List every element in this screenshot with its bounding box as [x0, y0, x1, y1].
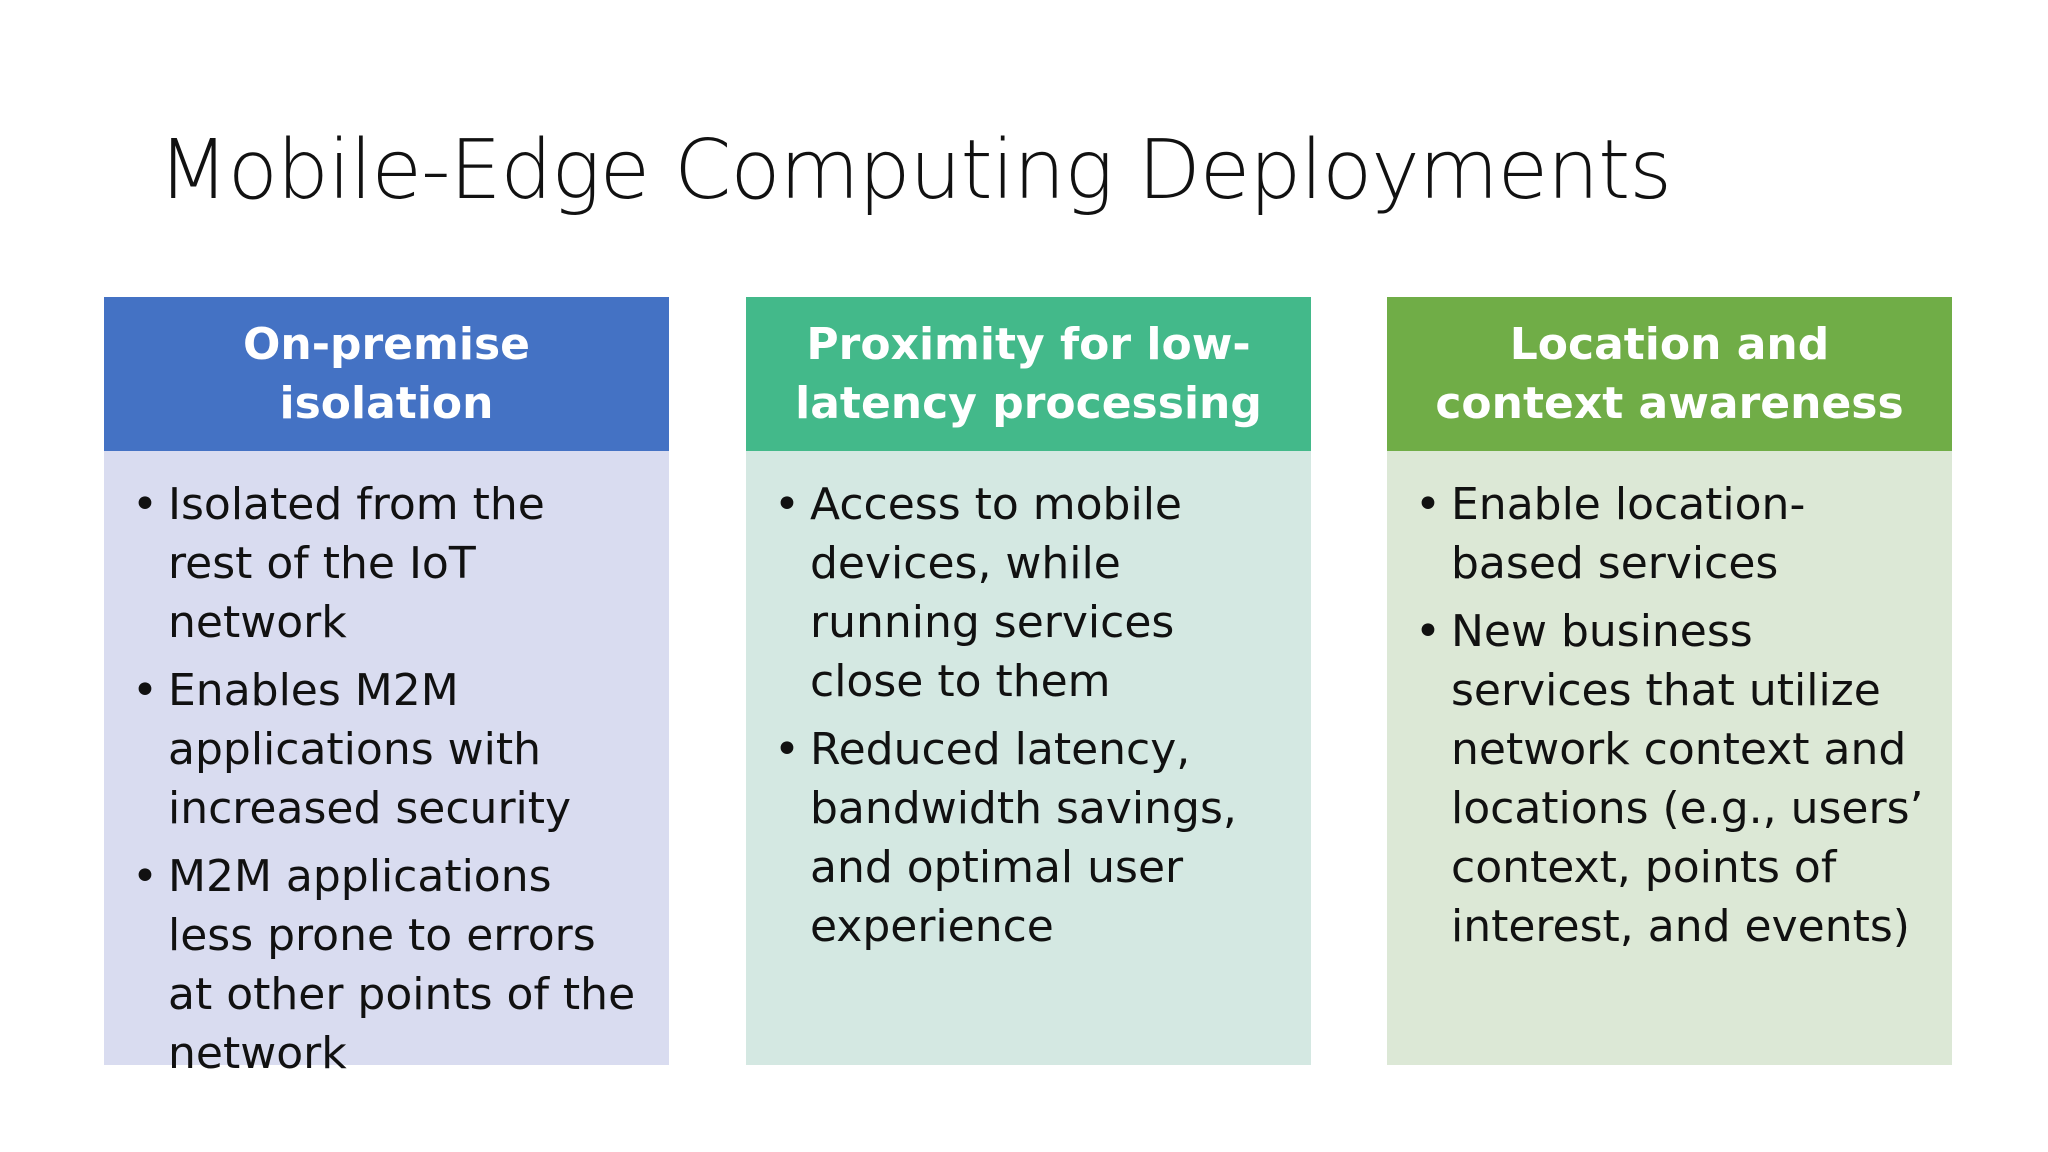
- bullet-text: Reduced latency, bandwidth savings, and …: [810, 724, 1237, 952]
- slide-title: Mobile-Edge Computing Deployments: [158, 123, 1672, 218]
- card-on-premise-isolation: On-premise isolation •Isolated from the …: [104, 297, 669, 1079]
- bullet-text: Enables M2M applications with increased …: [168, 665, 572, 834]
- card-header: Location and context awareness: [1387, 297, 1952, 451]
- card-body: •Isolated from the rest of the IoT netwo…: [104, 451, 669, 1079]
- card-header-label: On-premise isolation: [243, 319, 530, 429]
- bullet-dot-icon: •: [1415, 479, 1441, 530]
- card-body: •Enable location-based services •New bus…: [1387, 451, 1952, 1065]
- bullet-item: •New business services that utilize netw…: [1415, 602, 1924, 956]
- bullet-dot-icon: •: [774, 724, 800, 775]
- bullet-list: •Access to mobile devices, while running…: [774, 475, 1283, 956]
- bullet-item: •Enable location-based services: [1415, 475, 1924, 593]
- card-body: •Access to mobile devices, while running…: [746, 451, 1311, 1065]
- card-location-context-awareness: Location and context awareness •Enable l…: [1387, 297, 1952, 1065]
- bullet-item: •Reduced latency, bandwidth savings, and…: [774, 720, 1283, 956]
- bullet-item: •Isolated from the rest of the IoT netwo…: [132, 475, 641, 652]
- card-header-label: Location and context awareness: [1435, 319, 1904, 429]
- bullet-list: •Enable location-based services •New bus…: [1415, 475, 1924, 956]
- bullet-dot-icon: •: [132, 479, 158, 530]
- bullet-text: M2M applications less prone to errors at…: [168, 851, 636, 1079]
- bullet-dot-icon: •: [132, 665, 158, 716]
- card-header-label: Proximity for low-latency processing: [795, 319, 1262, 429]
- bullet-text: New business services that utilize netwo…: [1451, 606, 1924, 952]
- bullet-dot-icon: •: [1415, 606, 1441, 657]
- bullet-item: •Enables M2M applications with increased…: [132, 661, 641, 838]
- bullet-text: Access to mobile devices, while running …: [810, 479, 1183, 707]
- bullet-dot-icon: •: [774, 479, 800, 530]
- card-header: Proximity for low-latency processing: [746, 297, 1311, 451]
- bullet-item: •Access to mobile devices, while running…: [774, 475, 1283, 711]
- bullet-dot-icon: •: [132, 851, 158, 902]
- bullet-item: •M2M applications less prone to errors a…: [132, 847, 641, 1083]
- bullet-text: Isolated from the rest of the IoT networ…: [168, 479, 545, 648]
- card-header: On-premise isolation: [104, 297, 669, 451]
- bullet-list: •Isolated from the rest of the IoT netwo…: [132, 475, 641, 1083]
- card-proximity-low-latency: Proximity for low-latency processing •Ac…: [746, 297, 1311, 1065]
- bullet-text: Enable location-based services: [1451, 479, 1806, 589]
